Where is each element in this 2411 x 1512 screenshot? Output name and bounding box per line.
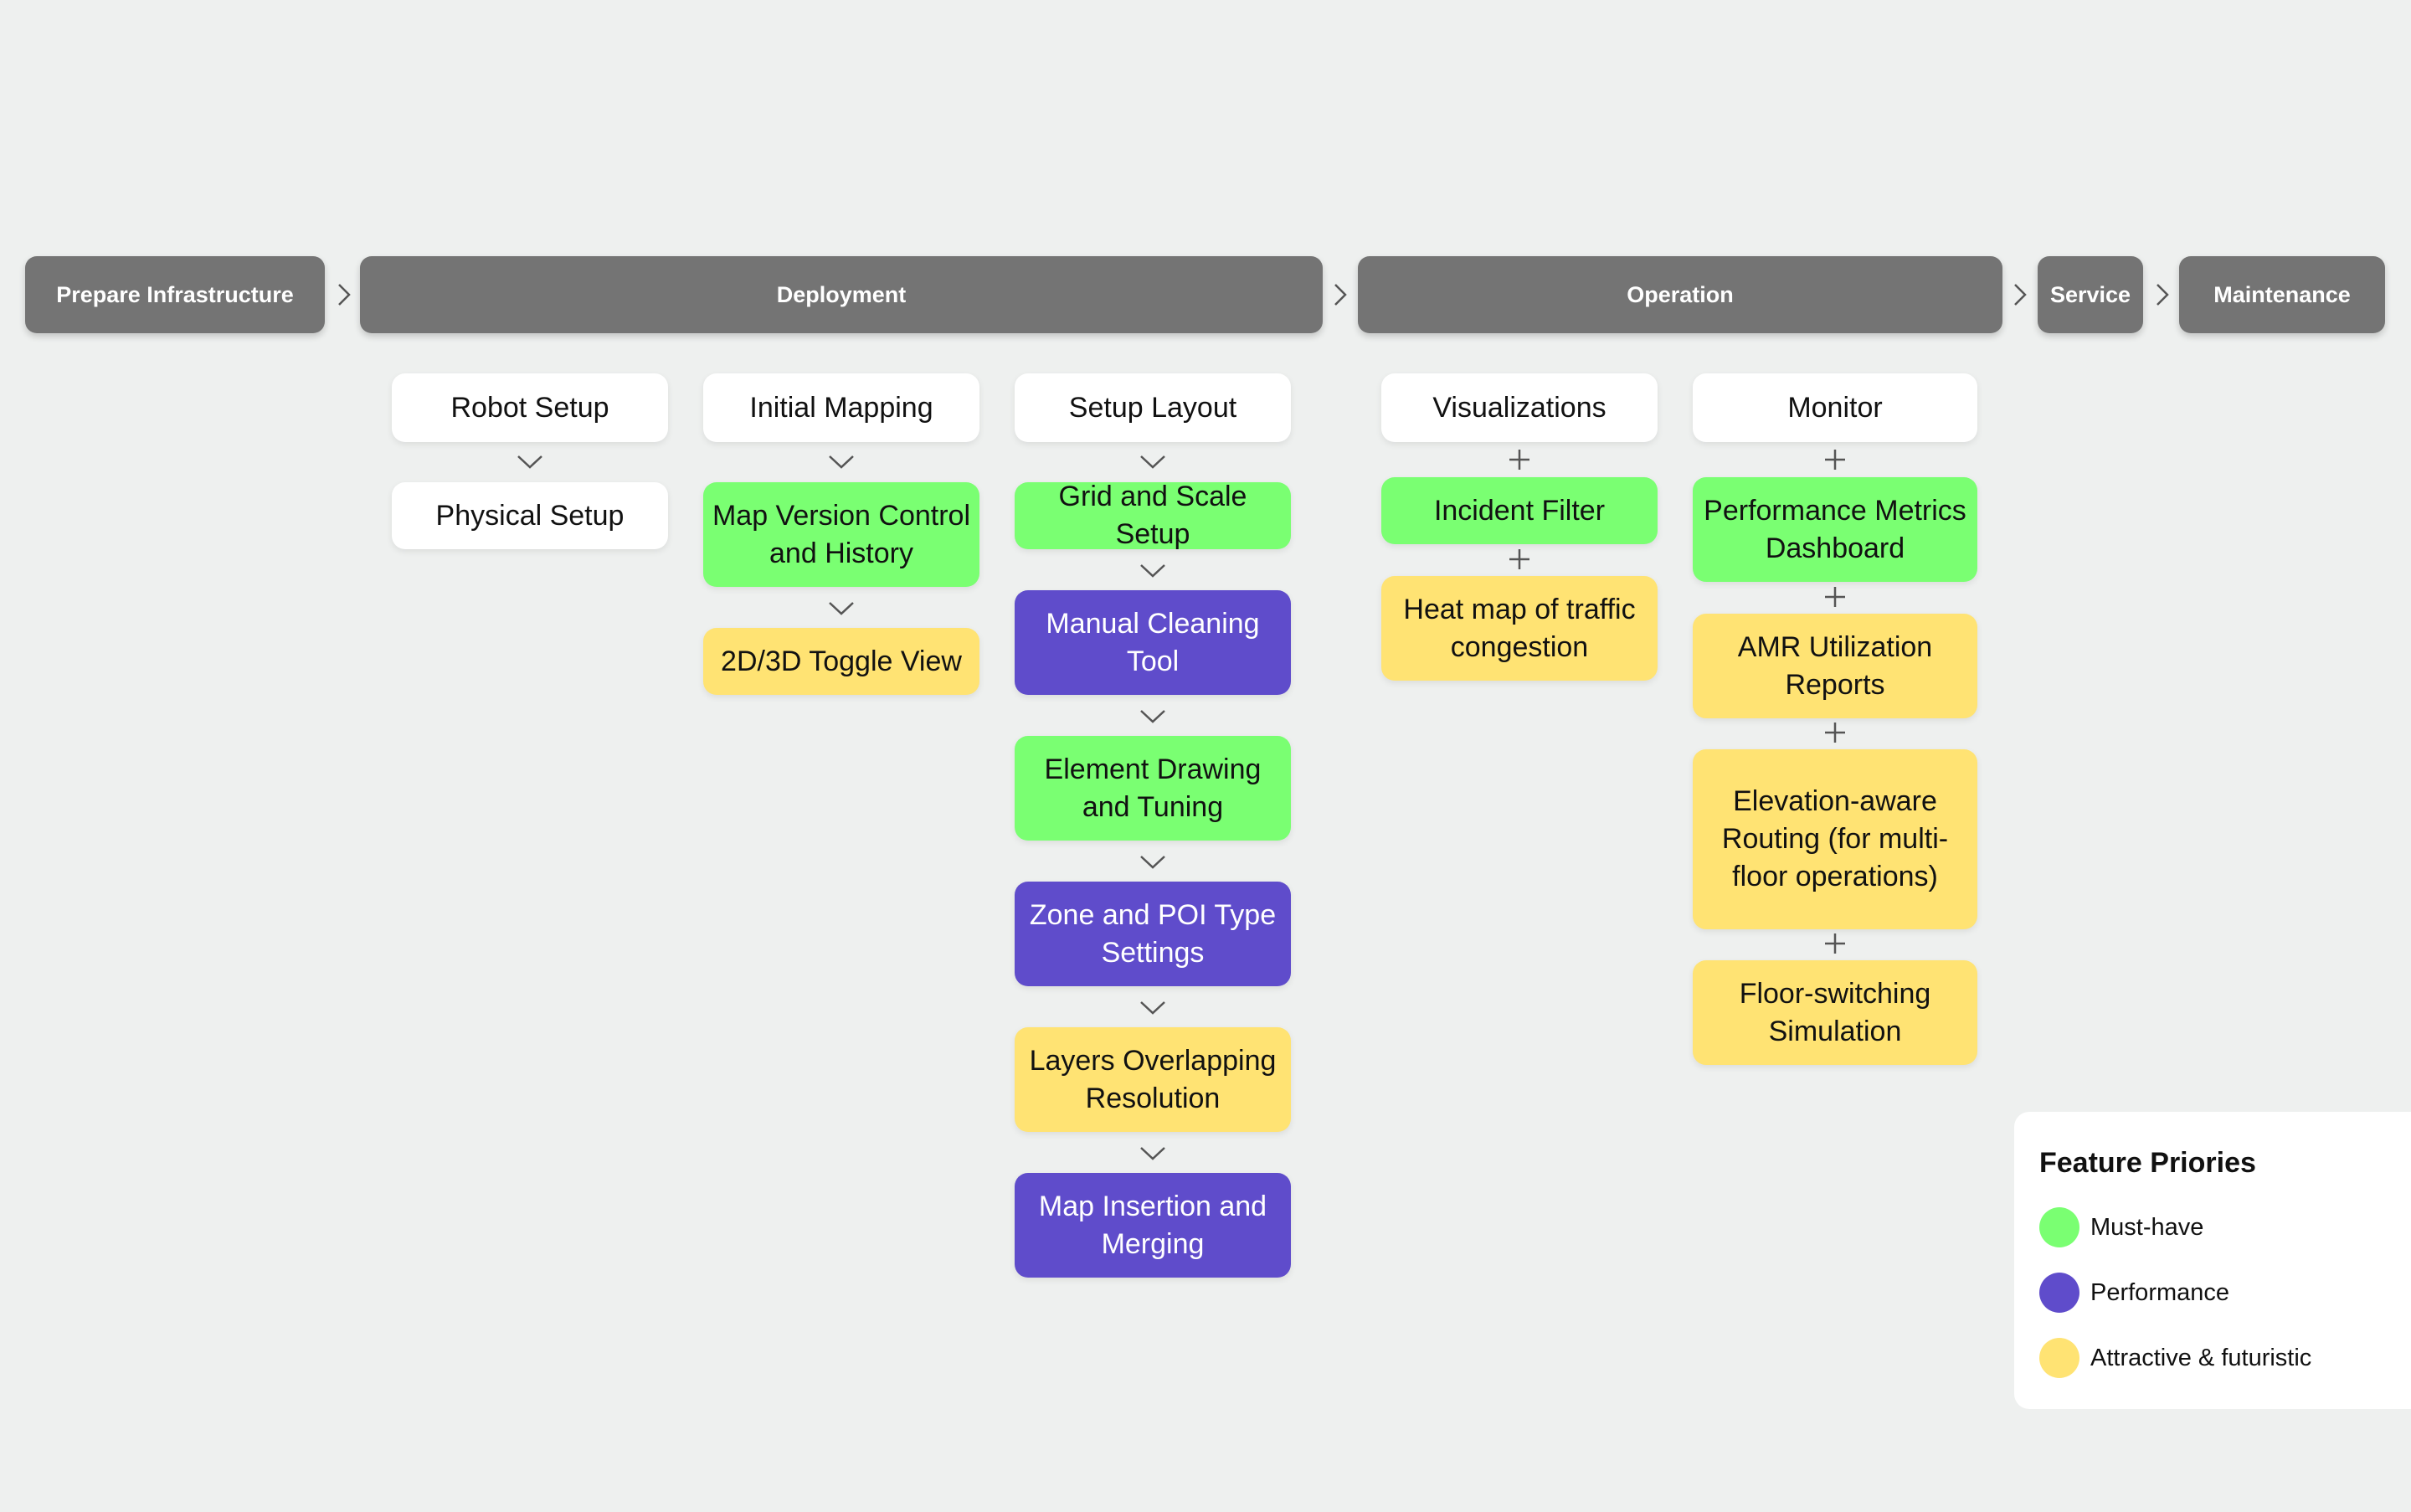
chevron-right-icon [2153, 276, 2172, 313]
map-insertion-card[interactable]: Map Insertion and Merging [1015, 1173, 1291, 1278]
zone-poi-settings-card[interactable]: Zone and POI Type Settings [1015, 882, 1291, 986]
chevron-down-icon [513, 450, 547, 472]
grid-scale-setup-card[interactable]: Grid and Scale Setup [1015, 481, 1291, 550]
toggle-view-card[interactable]: 2D/3D Toggle View [703, 628, 979, 695]
layers-overlapping-card[interactable]: Layers Overlapping Resolution [1015, 1027, 1291, 1132]
legend-item-must-have: Must-have [2039, 1207, 2203, 1247]
green-dot-icon [2039, 1207, 2079, 1247]
monitor-header[interactable]: Monitor [1693, 373, 1977, 442]
elevation-routing-card[interactable]: Elevation-aware Routing (for multi-floor… [1693, 749, 1977, 929]
chevron-down-icon [825, 597, 858, 619]
map-version-control-card[interactable]: Map Version Control and History [703, 482, 979, 587]
phase-service[interactable]: Service [2038, 256, 2143, 333]
physical-setup-card[interactable]: Physical Setup [392, 482, 668, 549]
legend-label: Must-have [2090, 1213, 2204, 1241]
chevron-down-icon [825, 450, 858, 472]
incident-filter-card[interactable]: Incident Filter [1381, 477, 1658, 544]
legend-label: Attractive & futuristic [2090, 1344, 2312, 1371]
performance-dashboard-card[interactable]: Performance Metrics Dashboard [1693, 477, 1977, 582]
plus-icon [1503, 449, 1536, 471]
phase-prepare-infrastructure[interactable]: Prepare Infrastructure [25, 256, 325, 333]
chevron-down-icon [1136, 1142, 1170, 1164]
plus-icon [1503, 548, 1536, 570]
initial-mapping-header[interactable]: Initial Mapping [703, 373, 979, 442]
setup-layout-header[interactable]: Setup Layout [1015, 373, 1291, 442]
chevron-down-icon [1136, 996, 1170, 1018]
chevron-right-icon [2011, 276, 2029, 313]
phase-maintenance[interactable]: Maintenance [2179, 256, 2385, 333]
purple-dot-icon [2039, 1273, 2079, 1313]
chevron-down-icon [1136, 705, 1170, 727]
visualizations-header[interactable]: Visualizations [1381, 373, 1658, 442]
legend: Feature Priories Must-have Performance A… [2014, 1112, 2411, 1409]
chevron-down-icon [1136, 559, 1170, 581]
legend-item-attractive: Attractive & futuristic [2039, 1338, 2311, 1378]
element-drawing-card[interactable]: Element Drawing and Tuning [1015, 736, 1291, 841]
amr-utilization-card[interactable]: AMR Utilization Reports [1693, 614, 1977, 718]
floor-switching-card[interactable]: Floor-switching Simulation [1693, 960, 1977, 1065]
robot-setup-header[interactable]: Robot Setup [392, 373, 668, 442]
heat-map-card[interactable]: Heat map of traffic congestion [1381, 576, 1658, 681]
chevron-down-icon [1136, 450, 1170, 472]
legend-label: Performance [2090, 1278, 2230, 1306]
plus-icon [1818, 449, 1852, 471]
plus-icon [1818, 722, 1852, 743]
chevron-right-icon [335, 276, 353, 313]
chevron-down-icon [1136, 851, 1170, 872]
plus-icon [1818, 933, 1852, 954]
plus-icon [1818, 586, 1852, 608]
phase-deployment[interactable]: Deployment [360, 256, 1323, 333]
phase-operation[interactable]: Operation [1358, 256, 2002, 333]
legend-title: Feature Priories [2039, 1147, 2256, 1179]
chevron-right-icon [1331, 276, 1349, 313]
manual-cleaning-tool-card[interactable]: Manual Cleaning Tool [1015, 590, 1291, 695]
yellow-dot-icon [2039, 1338, 2079, 1378]
legend-item-performance: Performance [2039, 1273, 2229, 1313]
